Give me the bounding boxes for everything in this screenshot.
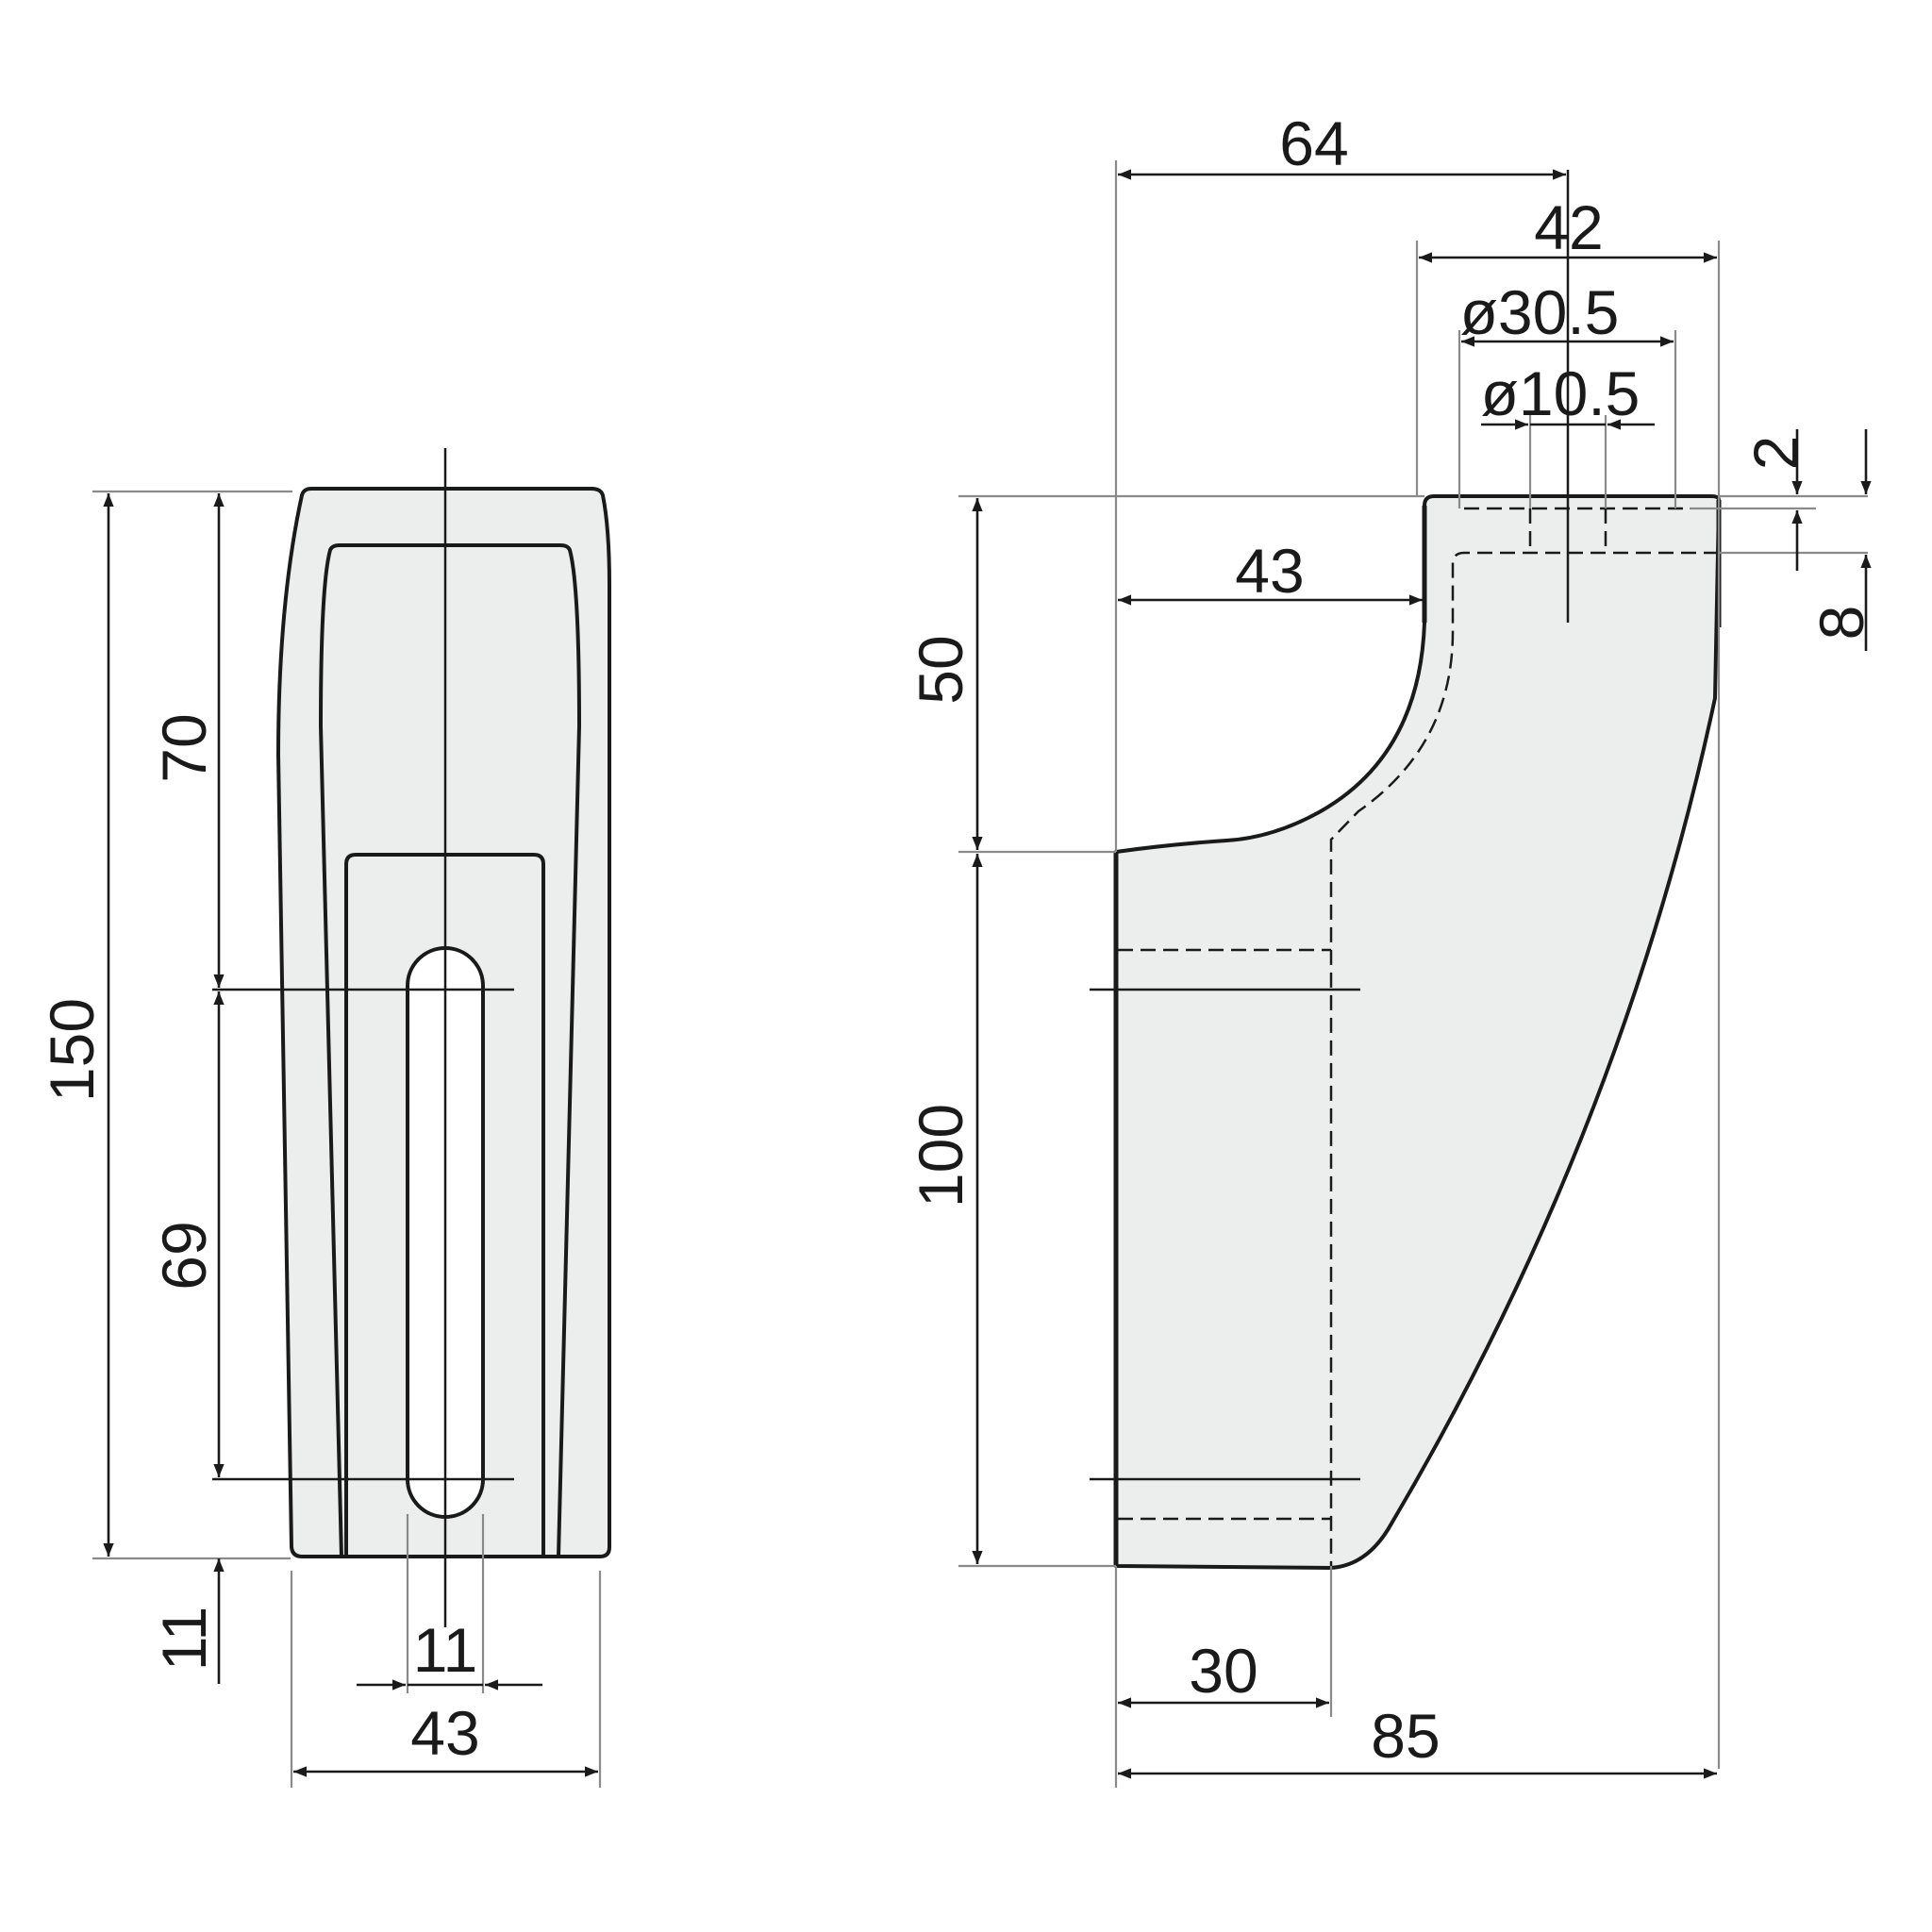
dim-label-d30-5: ø30.5 (1460, 277, 1620, 347)
dim-label-100: 100 (906, 1104, 975, 1208)
side-view-dimensions: 64 42 ø30.5 ø10.5 43 50 100 (906, 108, 1876, 1788)
hidden-bore-contour (1329, 551, 1719, 1566)
front-view (212, 448, 611, 1627)
dim-label-2: 2 (1740, 436, 1810, 471)
dim-label-42: 42 (1534, 192, 1603, 262)
dim-label-d10-5: ø10.5 (1481, 358, 1641, 428)
dim-label-11-slot: 11 (413, 1615, 478, 1685)
front-view-upper-recess (319, 543, 581, 1557)
dim-label-64: 64 (1279, 108, 1348, 178)
dim-label-69: 69 (149, 1221, 219, 1290)
dim-label-70: 70 (149, 713, 219, 782)
front-view-dimensions: 150 70 69 11 11 43 (37, 490, 602, 1788)
dim-label-85: 85 (1371, 1701, 1440, 1771)
dim-label-50: 50 (906, 635, 975, 704)
dim-label-11-vertical: 11 (149, 1607, 219, 1672)
dim-label-150: 150 (37, 998, 107, 1102)
dim-label-43-side: 43 (1235, 536, 1304, 606)
hidden-counterbore (1464, 507, 1690, 553)
side-view-body (1114, 494, 1721, 1570)
dim-label-43-front: 43 (410, 1698, 479, 1768)
dim-label-30: 30 (1189, 1636, 1257, 1706)
dim-label-8: 8 (1807, 606, 1876, 641)
